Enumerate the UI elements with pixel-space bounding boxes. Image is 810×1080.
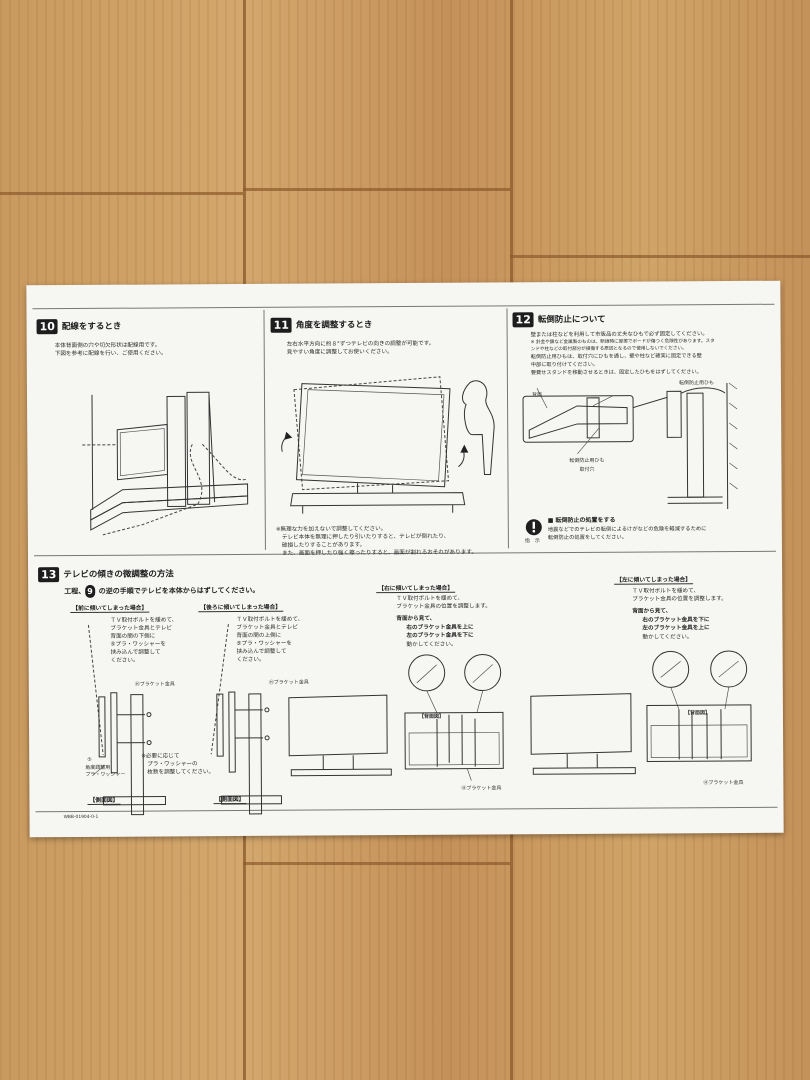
- label-adjust-washer: 角度調整用 プラ・ワッシャー: [85, 764, 126, 778]
- instruction-icon-label: 指 示: [524, 538, 540, 545]
- step-number: 11: [270, 317, 292, 333]
- section-11-notes: ※無理な力を加えないで調整してください。 テレビ本体を無理に押したり引いたりする…: [276, 525, 477, 558]
- front-tilt-side-view: [87, 624, 166, 816]
- divider: [506, 308, 509, 549]
- side-view-tag: 【側面図】: [213, 793, 247, 805]
- step-number: 12: [512, 312, 534, 328]
- floor-seam: [0, 192, 243, 195]
- floor-seam: [243, 188, 510, 191]
- right-tilt-text: ＴＶ取付ボルトを緩めて、 ブラケット金具の位置を調整します。 背面から見て、 右…: [396, 594, 491, 648]
- floor-seam: [510, 255, 810, 258]
- left-tilt-illustration: [530, 650, 752, 775]
- text-line: 動かしてください。: [406, 641, 457, 648]
- subtitle-part: の逆の手順でテレビを本体からはずしてください。: [98, 586, 260, 596]
- label-hole: 取付穴: [579, 466, 595, 473]
- anti-tip-illustration: [522, 382, 738, 510]
- label-cord-right: 転倒防止用ひも: [678, 380, 714, 387]
- back-view-tag: 【背面図】: [418, 713, 444, 720]
- note-line: 枚数を調整してください。: [147, 769, 215, 776]
- side-view-tag: 【側面図】: [87, 794, 121, 805]
- back-tilt-side-view: [210, 624, 282, 815]
- text-line: 下図を参考に配線を行い、ご使用ください。: [54, 350, 167, 358]
- subtitle-part: 工程、: [64, 587, 86, 596]
- warning-line: 地震などでのテレビの転倒によるけがなどの危険を軽減するために: [547, 525, 707, 533]
- left-tilt-tag: 【左に傾いてしまった場合】: [614, 574, 694, 585]
- divider: [32, 303, 775, 310]
- warning-line: 転倒防止の処置をしてください。: [547, 534, 628, 541]
- back-tilt-note: ※必要に応じて プラ・ワッシャーの 枚数を調整してください。: [141, 752, 214, 776]
- left-tilt-text: ＴＶ取付ボルトを緩めて、 ブラケット金具の位置を調整します。 背面から見て、 右…: [632, 587, 727, 641]
- back-view-tag: 【背面図】: [684, 710, 710, 717]
- label-cord: 転倒防止用ひも: [569, 457, 605, 464]
- document-code: WBB-01904-0-1: [63, 814, 99, 821]
- section-title: 転倒防止について: [537, 314, 606, 326]
- step-number: 13: [38, 567, 60, 583]
- text-line: 転倒防止用ひもは、取付穴にひもを通し、壁や柱など確実に固定できる壁: [530, 353, 702, 361]
- angle-adjust-illustration: [281, 376, 495, 514]
- label-5: ⑤: [87, 756, 92, 763]
- right-tilt-tag: 【右に傾いてしまった場合】: [376, 582, 456, 594]
- text-line: ブラケット金具の位置を調整します。: [396, 603, 491, 611]
- back-tilt-tag: 【後ろに傾いてしまった場合】: [198, 601, 284, 613]
- ref-step-number: 9: [85, 584, 95, 598]
- note-line: また、画面を押したり強く擦ったりすると、画面が割れるおそれがあります。: [281, 549, 477, 557]
- label-bracket: Ⓗブラケット金具: [134, 681, 175, 688]
- floor-seam: [243, 862, 510, 865]
- text-line: 動かしてください。: [642, 633, 693, 641]
- divider: [263, 309, 266, 550]
- label-bracket: Ⓗブラケット金具: [703, 779, 744, 787]
- text-line: ブラケット金具の位置を調整します。: [632, 596, 727, 603]
- step-number: 10: [36, 319, 58, 335]
- section-title: 配線をするとき: [61, 321, 122, 333]
- exclamation-icon: [525, 519, 542, 536]
- text-line: 見やすい角度に調整してお使いください。: [286, 349, 393, 356]
- section-title: 角度を調整するとき: [295, 320, 373, 331]
- right-tilt-illustration: [288, 654, 504, 781]
- label-bracket: Ⓗブラケット金具: [461, 785, 502, 792]
- front-tilt-tag: 【前に傾いてしまった場合】: [70, 602, 150, 614]
- text-line: 要費せスタンドを移動させるときは、固定したひもをはずしてください。: [530, 369, 702, 377]
- note-line: テレビ本体を無理に押したり引いたりすると、テレビが倒れたり、: [281, 533, 450, 541]
- section-title: テレビの傾きの微調整の方法: [63, 569, 174, 581]
- wiring-illustration: [82, 391, 249, 536]
- label-back: 背面: [531, 392, 543, 399]
